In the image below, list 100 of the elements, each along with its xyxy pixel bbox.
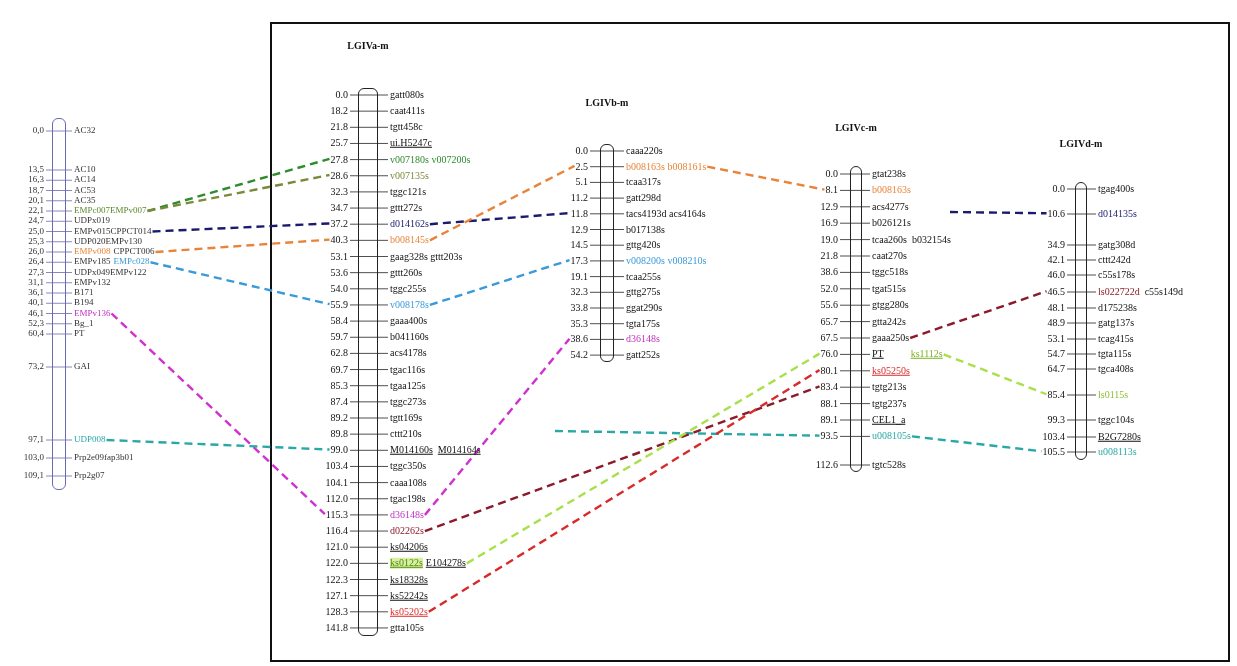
map-position: 112.0	[325, 492, 348, 504]
marker-name: tgtg237s	[872, 398, 907, 409]
marker-name: tgac198s	[390, 493, 426, 504]
marker-name: gatg137s	[1098, 317, 1135, 329]
marker-name: ks05202s	[390, 606, 428, 618]
map-position: 62.8	[330, 347, 348, 359]
marker-name: AC10	[74, 165, 96, 175]
marker-name: tcaa260s	[872, 234, 907, 245]
map-position: 35.3	[570, 317, 588, 329]
connector-line	[429, 164, 576, 242]
marker-name: d36148s	[626, 334, 660, 345]
map-position: 19.0	[820, 233, 838, 245]
marker-name: tggc518s	[872, 267, 909, 278]
map-position: 55.6	[820, 298, 838, 310]
connector-line	[428, 369, 821, 613]
marker-name: b017138s	[626, 224, 665, 235]
map-position: 32.3	[330, 185, 348, 197]
map-position: 11.8	[570, 207, 588, 219]
marker-name: tggc273s	[390, 396, 427, 408]
marker-name: gtat238s	[872, 168, 906, 180]
marker-name: ggat290s	[626, 302, 663, 314]
marker-name: tgtg213s	[872, 381, 907, 393]
map-position: 116.4	[325, 524, 348, 536]
connector-line	[155, 238, 330, 254]
map-position: 88.1	[820, 397, 838, 409]
map-position: 85.3	[330, 379, 348, 391]
map-position: 0.0	[1052, 182, 1065, 194]
map-position: 46.5	[1047, 285, 1065, 297]
marker-name: EMPv132	[74, 278, 111, 288]
marker-name: cttt210s	[390, 428, 422, 440]
marker-name: EMPv185	[74, 257, 111, 267]
map-position: 21.8	[820, 249, 838, 261]
map-position: 103.4	[325, 460, 348, 472]
map-title: LGIVd-m	[1059, 138, 1103, 149]
connector-line	[554, 429, 820, 437]
map-position: 105.5	[1042, 445, 1065, 457]
connector-line	[466, 352, 821, 565]
marker-name: b008145s	[390, 235, 429, 246]
map-position: 25.7	[330, 137, 348, 149]
map-position: 53.1	[1047, 332, 1065, 344]
marker-name: d014135s	[1098, 208, 1137, 220]
marker-name: UDP020EMPv130	[74, 237, 142, 247]
marker-name: ks04206s	[390, 541, 428, 553]
connector-line	[429, 259, 570, 307]
marker-name: gaag328s gttt203s	[390, 251, 463, 262]
map-position: 18.2	[330, 104, 348, 116]
map-position: 103.4	[1042, 430, 1065, 442]
map-position: 87.4	[330, 395, 348, 407]
marker-name: d175238s	[1098, 302, 1137, 314]
marker-name: gtta242s	[872, 316, 906, 327]
marker-name: b008163s	[872, 185, 911, 196]
marker-name: ls022722d	[1098, 286, 1140, 298]
marker-name: EMPv136	[74, 308, 111, 319]
map-position: 46.0	[1047, 268, 1065, 280]
connector-line	[152, 222, 330, 233]
map-position: 58.4	[330, 314, 348, 326]
marker-name: v007135s	[390, 170, 429, 181]
marker-name: caaa220s	[626, 145, 663, 157]
map-position: 38.6	[570, 333, 588, 345]
marker-name: b032154s	[912, 234, 951, 245]
marker-name: PT	[74, 329, 85, 339]
marker-name: ui.H5247c	[390, 138, 432, 149]
marker-name: B2G7280s	[1098, 431, 1141, 443]
map-title: LGIVb-m	[585, 97, 629, 108]
map-position: 93.5	[820, 430, 838, 442]
map-position: 28.6	[330, 169, 348, 181]
map-position: 54.2	[570, 348, 588, 360]
connector-line	[106, 438, 330, 451]
map-position: 122.3	[325, 573, 348, 585]
marker-name: u008113s	[1098, 446, 1137, 458]
connector-line	[147, 157, 330, 213]
marker-name: caat270s	[872, 250, 907, 262]
marker-name: tggc350s	[390, 461, 427, 472]
marker-name: E104278s	[425, 558, 466, 569]
marker-name: EMPc007EMPv007	[74, 206, 147, 216]
marker-name: gatg308d	[1098, 239, 1136, 251]
map-position: 46,1	[28, 307, 44, 318]
map-position: 85.4	[1047, 388, 1065, 400]
map-position: 89.8	[330, 427, 348, 439]
map-position: 55.9	[330, 298, 348, 310]
marker-name: tacs4193d acs4164s	[626, 208, 706, 220]
map-position: 0.0	[825, 167, 838, 179]
map-position: 38.6	[820, 266, 838, 278]
map-position: 37.2	[330, 217, 348, 229]
map-position: 109,1	[23, 470, 44, 481]
marker-name: tgag400s	[1098, 183, 1135, 195]
marker-name: tgac116s	[390, 364, 426, 375]
marker-name: tgta115s	[1098, 348, 1132, 360]
map-position: 128.3	[325, 605, 348, 617]
map-position: 11.2	[570, 191, 588, 203]
map-position: 14.5	[570, 238, 588, 250]
map-position: 12.9	[820, 200, 838, 212]
marker-name: ks18328s	[390, 574, 428, 585]
marker-name: d36148s	[390, 509, 424, 521]
panel-frame	[270, 22, 1230, 662]
map-position: 0.0	[335, 88, 348, 100]
marker-name: b008163s b008161s	[626, 161, 707, 172]
connector-line	[424, 337, 571, 516]
marker-name: GAI	[74, 362, 90, 372]
connector-line	[943, 353, 1047, 396]
